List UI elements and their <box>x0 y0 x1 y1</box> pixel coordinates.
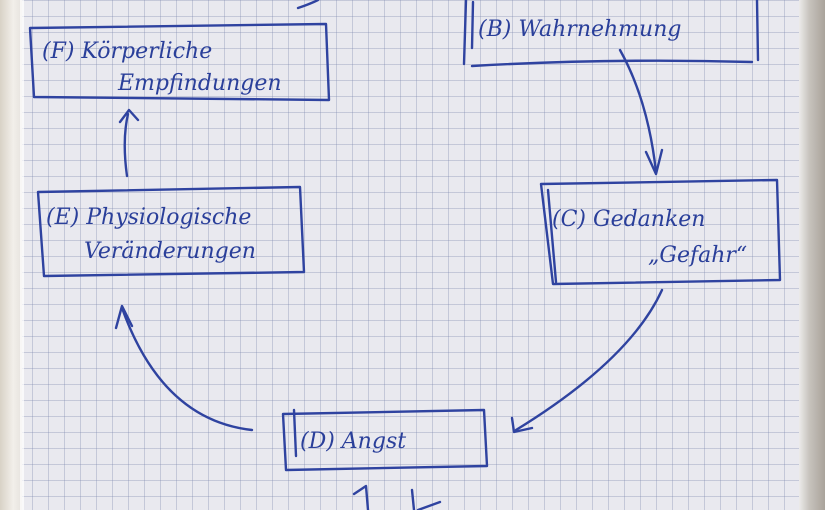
node-b-box-bottom <box>470 59 754 68</box>
node-e-label-line2: Veränderungen <box>84 239 256 264</box>
node-d-label: (D) Angst <box>300 429 406 454</box>
node-c-box-inner <box>546 188 558 284</box>
node-b-box-left-inner <box>470 0 475 50</box>
flipchart-right-frame <box>799 0 825 510</box>
node-f-label-line1: (F) Körperliche <box>42 39 212 64</box>
node-f-box <box>28 22 331 102</box>
stray-stroke-top <box>296 0 320 10</box>
node-b-label: (B) Wahrnehmung <box>478 17 681 42</box>
node-c-box <box>539 178 782 286</box>
node-d-box-inner <box>292 408 298 458</box>
node-b: (B) Wahrnehmung <box>462 0 760 68</box>
flipchart-left-frame <box>0 0 22 510</box>
node-e-box <box>36 185 306 278</box>
arrow-d-down-partial <box>352 484 442 510</box>
node-d: (D) Angst <box>281 408 489 472</box>
paper-edge <box>20 0 24 510</box>
arrow-e-to-f <box>118 108 140 178</box>
arrow-b-to-c <box>618 48 664 176</box>
node-d-box <box>281 408 489 472</box>
node-b-box-left <box>462 0 468 66</box>
arrow-c-to-d <box>510 288 664 434</box>
node-e-label-line1: (E) Physiologische <box>46 205 251 230</box>
arrow-d-to-e <box>114 304 254 432</box>
node-f-label-line2: Empfindungen <box>117 71 282 96</box>
node-f: (F) Körperliche Empfindungen <box>28 22 331 102</box>
node-c-label-line1: (C) Gedanken <box>552 207 705 232</box>
node-b-box-right <box>755 0 760 62</box>
node-e: (E) Physiologische Veränderungen <box>36 185 306 278</box>
node-c: (C) Gedanken „Gefahr“ <box>539 178 782 286</box>
node-c-label-line2: „Gefahr“ <box>648 243 747 268</box>
